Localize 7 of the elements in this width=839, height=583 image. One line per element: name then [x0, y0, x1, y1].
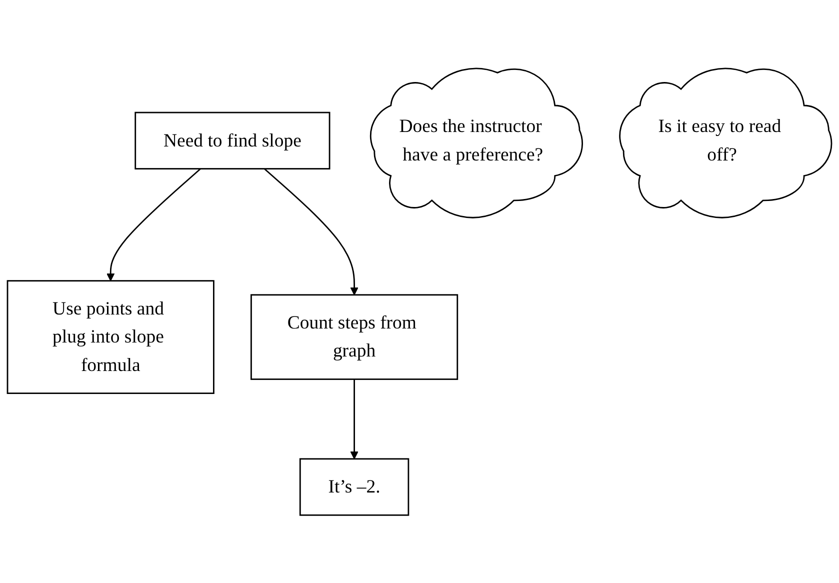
node-box: It’s –2. — [299, 458, 410, 516]
arrow — [106, 168, 201, 281]
node-box: Use points and plug into slope formula — [6, 280, 214, 394]
arrow — [350, 378, 358, 459]
node-box: Need to find slope — [134, 112, 330, 170]
node-box: Count steps from graph — [250, 294, 458, 380]
arrow — [264, 168, 358, 295]
